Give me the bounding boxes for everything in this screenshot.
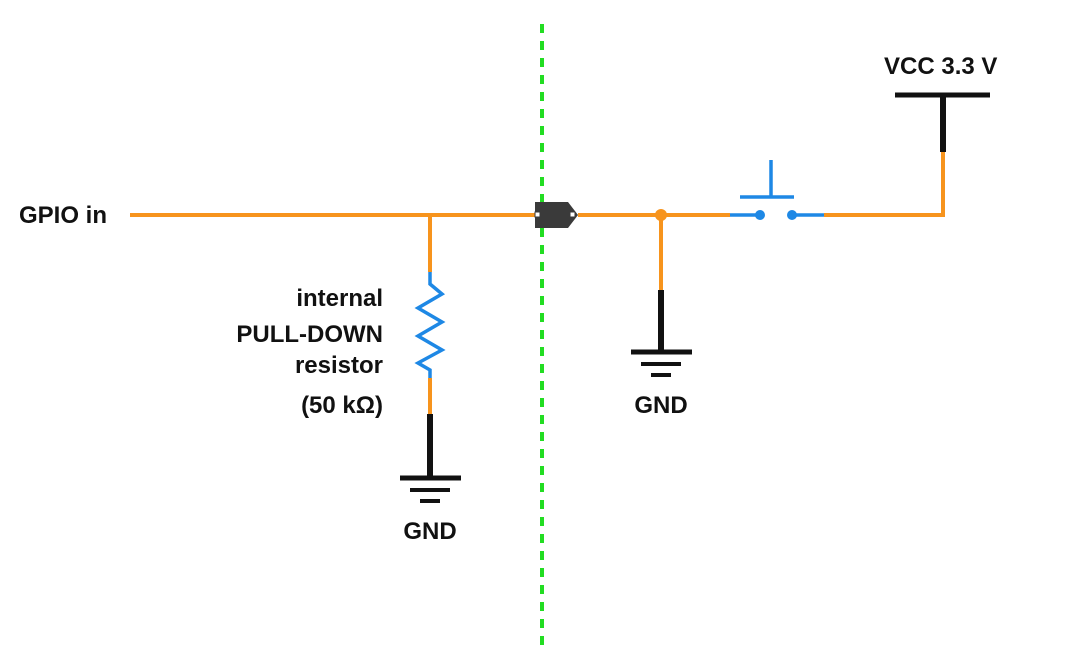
connector-icon [534,202,578,228]
gnd-label-resistor: GND [403,518,456,545]
resistor-icon [414,272,446,378]
push-button-icon [730,160,824,220]
ground-icon [400,475,461,503]
gnd-label-button: GND [634,392,687,419]
vcc-label: VCC 3.3 V [884,53,997,80]
gpio-in-label: GPIO in [19,202,107,229]
resistor-value-label: (50 kΩ) [301,392,383,419]
ground-icon [631,349,692,377]
resistor-label-line3: resistor [295,352,383,379]
resistor-label-line2: PULL-DOWN [236,321,383,348]
resistor-label-line1: internal [296,285,383,312]
vcc-wire [824,152,945,217]
